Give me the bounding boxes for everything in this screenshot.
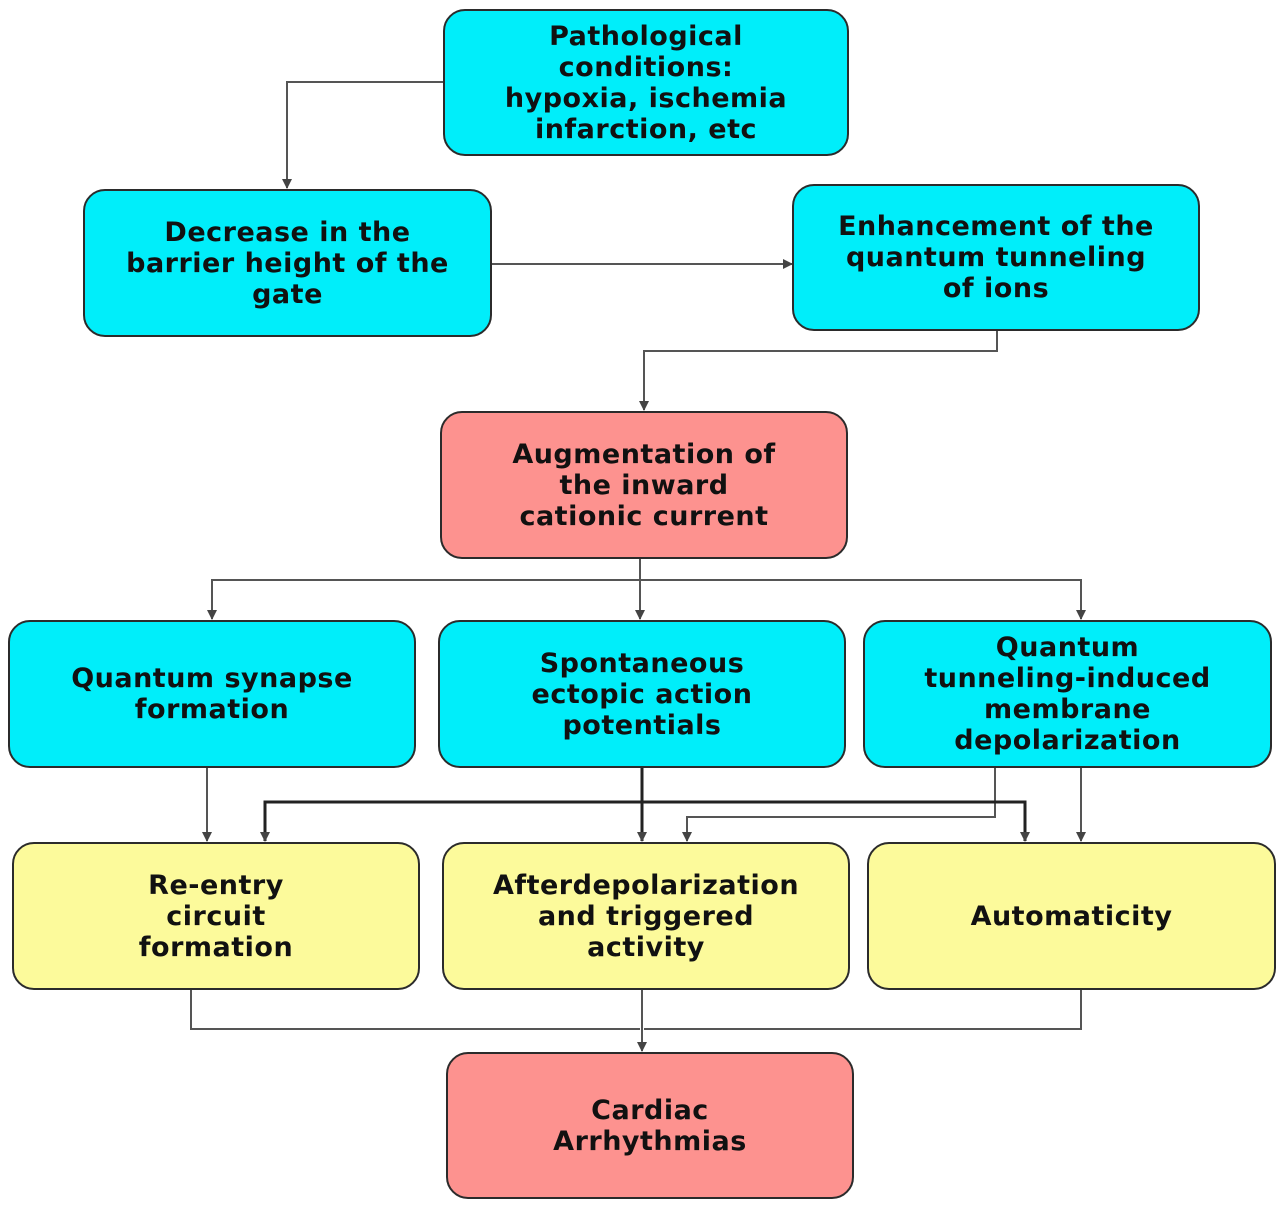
- edge-ectopic-to-automaticity: [642, 800, 1030, 842]
- node-enhancement-tunneling: Enhancement of the quantum tunneling of …: [792, 184, 1200, 331]
- node-cardiac-arrhythmias: Cardiac Arrhythmias: [446, 1052, 854, 1199]
- edge-reentry-to-arrhythmias: [190, 990, 640, 1030]
- node-decrease-barrier-height: Decrease in the barrier height of the ga…: [83, 189, 492, 337]
- node-label: Augmentation of the inward cationic curr…: [512, 438, 776, 532]
- node-automaticity: Automaticity: [867, 842, 1276, 990]
- node-label: Automaticity: [970, 900, 1173, 932]
- node-membrane-depolarization: Quantum tunneling-induced membrane depol…: [863, 620, 1272, 768]
- edge-enhancement-to-augmentation: [639, 331, 998, 411]
- node-label: Enhancement of the quantum tunneling of …: [838, 211, 1154, 304]
- node-label: Quantum tunneling-induced membrane depol…: [924, 632, 1211, 756]
- edge-depolarization-to-afterdepol: [682, 768, 996, 842]
- node-label: Cardiac Arrhythmias: [553, 1094, 747, 1157]
- edge-automaticity-to-arrhythmias: [644, 990, 1082, 1030]
- edge-ectopic-to-reentry: [260, 800, 642, 842]
- node-label: Re-entry circuit formation: [138, 869, 294, 963]
- node-label: Quantum synapse formation: [71, 663, 353, 725]
- node-ectopic-potentials: Spontaneous ectopic action potentials: [438, 620, 846, 768]
- node-augmentation-current: Augmentation of the inward cationic curr…: [440, 411, 848, 559]
- edge-augmentation-to-depolarization: [640, 579, 1086, 620]
- node-pathological-conditions: Pathological conditions: hypoxia, ischem…: [443, 9, 849, 156]
- node-afterdepolarization: Afterdepolarization and triggered activi…: [442, 842, 850, 990]
- node-label: Afterdepolarization and triggered activi…: [492, 869, 800, 963]
- node-quantum-synapse: Quantum synapse formation: [8, 620, 416, 768]
- node-reentry-circuit: Re-entry circuit formation: [12, 842, 420, 990]
- edge-pathological-to-decrease: [282, 81, 443, 189]
- edge-augmentation-to-synapse: [207, 559, 641, 620]
- node-label: Spontaneous ectopic action potentials: [531, 647, 753, 741]
- node-label: Pathological conditions: hypoxia, ischem…: [504, 20, 788, 145]
- node-label: Decrease in the barrier height of the ga…: [126, 216, 449, 310]
